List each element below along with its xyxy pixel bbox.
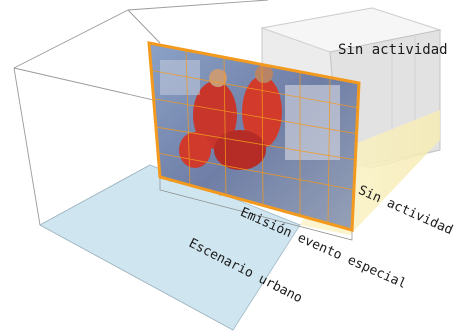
urban-floor-plane <box>39 164 301 331</box>
label-no-activity-top: Sin actividad <box>338 42 448 58</box>
